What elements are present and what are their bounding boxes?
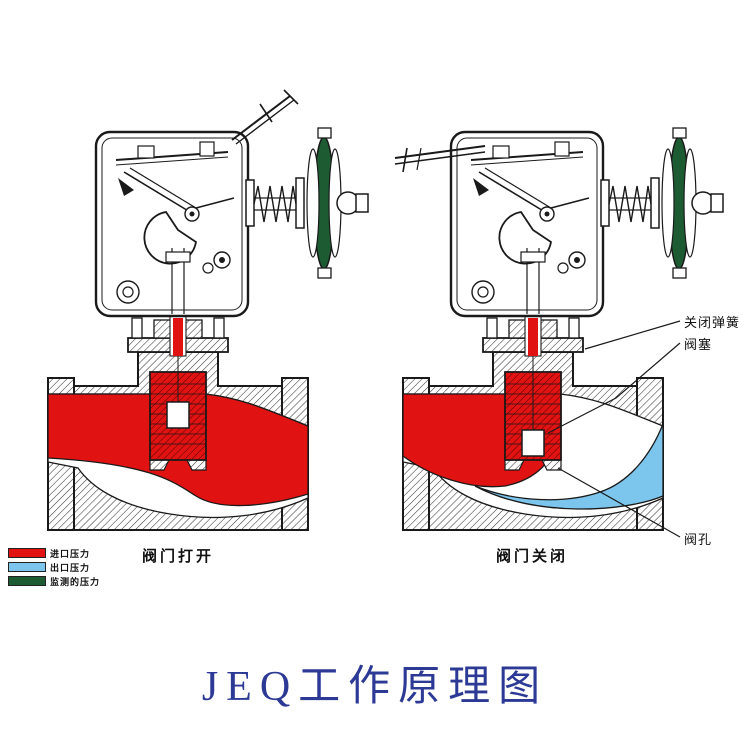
legend-label-inlet: 进口压力 xyxy=(50,548,91,559)
legend-row-outlet: 出口压力 xyxy=(8,560,100,574)
legend-swatch-monitor-green xyxy=(8,576,46,586)
caption-valve-open: 阀门打开 xyxy=(141,548,214,565)
legend-swatch-inlet-red xyxy=(8,548,46,558)
legend-swatch-outlet-blue xyxy=(8,562,46,572)
legend-row-inlet: 进口压力 xyxy=(8,546,100,560)
legend: 进口压力 出口压力 监测的压力 xyxy=(8,546,100,588)
legend-label-outlet: 出口压力 xyxy=(50,562,91,573)
legend-label-monitor: 监测的压力 xyxy=(50,576,101,587)
caption-valve-closed: 阀门关闭 xyxy=(495,548,568,565)
legend-row-monitor: 监测的压力 xyxy=(8,574,100,588)
annotation-valve-plug: 阀塞 xyxy=(684,337,713,352)
annotation-closing-spring: 关闭弹簧 xyxy=(684,315,741,330)
page-title: JEQ工作原理图 xyxy=(201,664,549,710)
annotation-valve-orifice: 阀孔 xyxy=(684,532,713,547)
